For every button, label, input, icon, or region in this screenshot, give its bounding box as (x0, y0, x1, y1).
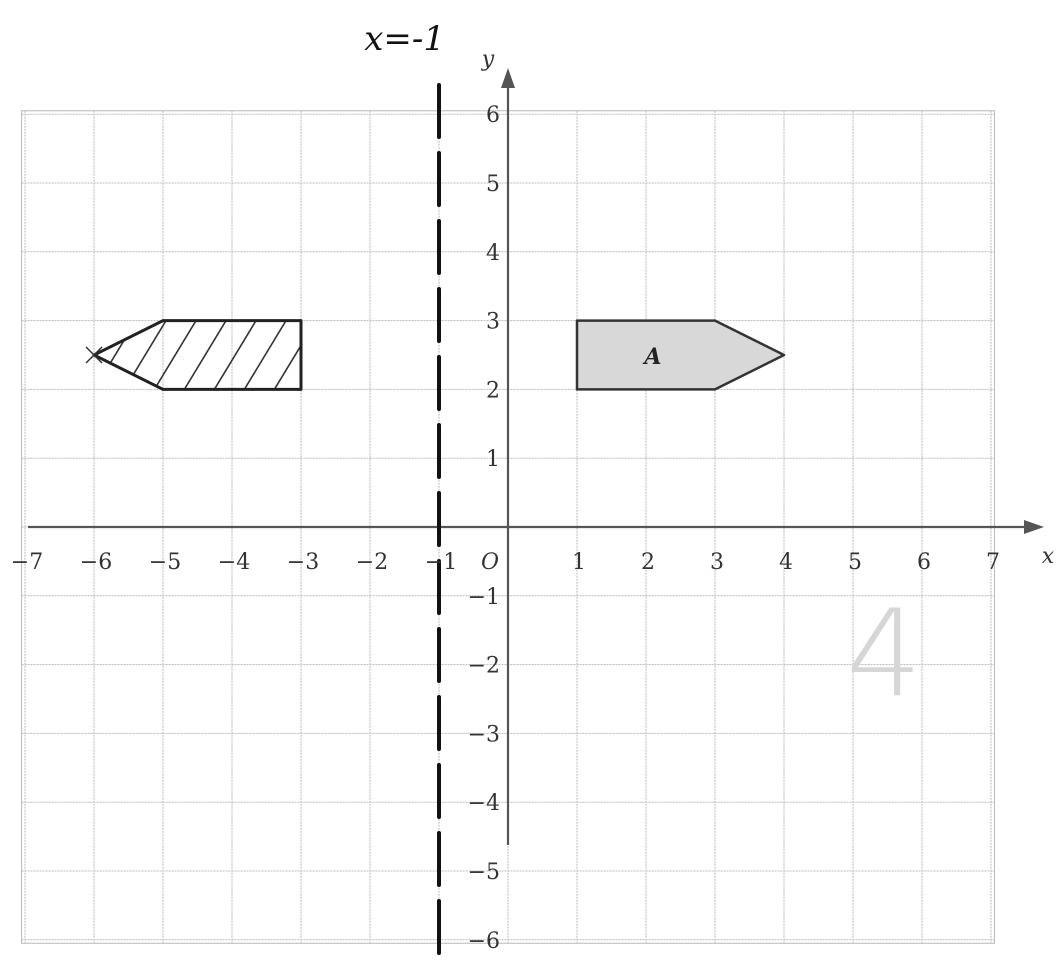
y-tick-label: −6 (468, 929, 500, 954)
hatch-stroke (179, 320, 231, 390)
x-tick-label: 7 (986, 550, 1000, 575)
reflected-shape-group (30, 314, 380, 397)
hatch-stroke (239, 320, 291, 390)
y-axis-label: y (481, 47, 495, 72)
x-tick-label: −2 (356, 550, 388, 575)
hatch-stroke (94, 320, 141, 390)
tick-labels: −7 −6 −5 −4 −3 −2 −1 1 2 3 4 5 6 7 −6 −5 −4 −3 −2 −1 1 2 3 4 5 6 (11, 103, 1000, 954)
hatch-stroke (269, 320, 301, 390)
y-tick-label: −2 (468, 654, 500, 679)
hatch-stroke (209, 320, 261, 390)
reflected-hatching (30, 314, 380, 397)
origin-label: O (481, 550, 499, 575)
pencil-mark-label: 4 (846, 586, 922, 725)
hatch-stroke (30, 314, 80, 397)
x-tick-label: −6 (80, 550, 112, 575)
y-tick-label: 5 (486, 172, 500, 197)
shape-a-label: A (642, 344, 661, 370)
text-labels: y x O x=-1 A 4 (364, 19, 1055, 725)
y-tick-label: 1 (486, 447, 500, 472)
hatch-stroke (149, 320, 201, 390)
x-tick-label: −7 (11, 550, 43, 575)
reflected-polygon (92, 319, 303, 391)
x-axis-label: x (1042, 544, 1055, 569)
shape-a-group (575, 319, 786, 391)
shape-a-polygon (575, 319, 786, 391)
hatch-stroke (330, 314, 380, 397)
x-tick-label: 1 (572, 550, 586, 575)
x-tick-label: 5 (848, 550, 862, 575)
x-tick-label: −5 (149, 550, 181, 575)
mirror-line-label: x=-1 (364, 19, 445, 59)
x-tick-label: 6 (917, 550, 931, 575)
x-tick-label: −1 (425, 550, 457, 575)
tip-cross-mark (85, 346, 103, 364)
axes (28, 68, 1044, 845)
x-axis-arrow (1024, 520, 1044, 534)
y-tick-label: 2 (486, 378, 500, 403)
x-tick-label: 2 (641, 550, 655, 575)
x-tick-label: −4 (218, 550, 250, 575)
hatch-stroke (94, 320, 111, 390)
y-axis-arrow (501, 68, 515, 88)
y-tick-label: 6 (486, 103, 500, 128)
x-tick-label: 4 (779, 550, 793, 575)
y-tick-label: 4 (486, 241, 500, 266)
y-tick-label: −1 (468, 585, 500, 610)
x-tick-label: 3 (710, 550, 724, 575)
x-tick-label: −3 (287, 550, 319, 575)
y-tick-label: −4 (468, 791, 500, 816)
y-tick-label: −3 (468, 722, 500, 747)
y-tick-label: 3 (486, 310, 500, 335)
hatch-stroke (299, 320, 301, 390)
y-tick-label: −5 (468, 860, 500, 885)
